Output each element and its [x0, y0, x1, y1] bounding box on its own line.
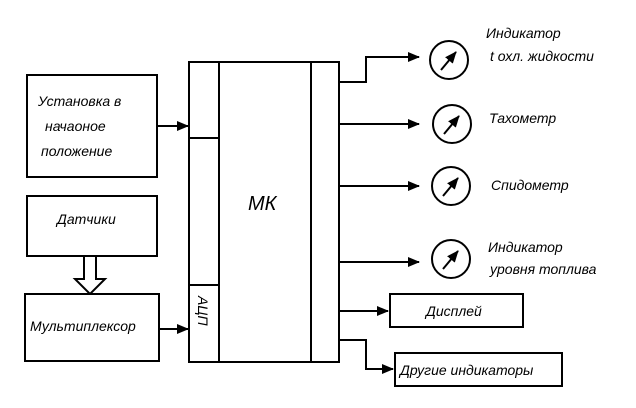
- sensors-label: Датчики: [55, 211, 116, 227]
- fuel-label-line1: Индикатор: [488, 239, 563, 255]
- coolant-label-line1: Индикатор: [486, 25, 561, 41]
- tachometer-label: Тахометр: [489, 110, 556, 126]
- mcu-label: МК: [248, 193, 278, 215]
- mcu-block: МК АЦП: [188, 61, 340, 363]
- multiplexer-block: Мультиплексор: [24, 293, 160, 362]
- adc-label: АЦП: [195, 295, 211, 327]
- fuel-gauge-icon: [431, 239, 471, 279]
- init-position-line1: Установка в: [37, 93, 121, 109]
- other-indicators-label: Другие индикаторы: [398, 362, 534, 378]
- fuel-label-line2: уровня топлива: [489, 261, 597, 277]
- other-indicators-block: Другие индикаторы: [394, 352, 563, 387]
- speedometer-gauge-icon: [431, 166, 471, 206]
- tachometer-gauge-icon: [432, 104, 472, 144]
- sensors-block: Датчики: [26, 195, 158, 257]
- init-position-line3: положение: [41, 143, 112, 159]
- init-position-block: Установка в начаоное положение: [26, 74, 158, 178]
- mcu-to-coolant-arrow: [339, 52, 420, 83]
- multiplexer-label: Мультиплексор: [30, 318, 136, 334]
- speedometer-label: Спидометр: [491, 177, 569, 193]
- display-block: Дисплей: [389, 293, 524, 328]
- mcu-to-other-arrow: [339, 339, 394, 374]
- display-label: Дисплей: [424, 303, 482, 319]
- coolant-gauge-icon: [429, 40, 469, 80]
- sensors-to-mux-arrow: [72, 255, 108, 296]
- init-position-line2: начаоное: [45, 118, 106, 134]
- coolant-label-line2: t охл. жидкости: [490, 48, 594, 64]
